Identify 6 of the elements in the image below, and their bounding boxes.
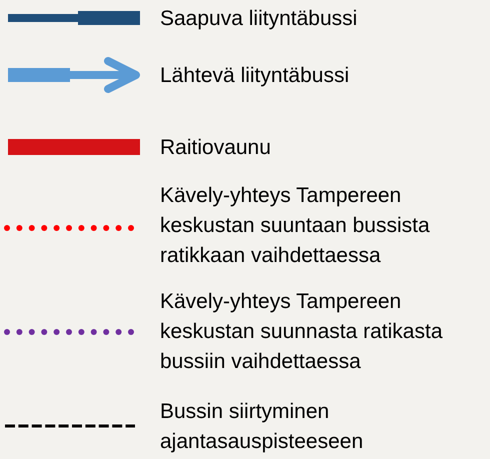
legend-label: Raitiovaunu bbox=[160, 135, 272, 161]
legend-label: Bussin siirtyminen ajantasauspisteeseen bbox=[160, 399, 364, 455]
legend-label: Kävely-yhteys Tampereen keskustan suunnasta ratikasta bussiin vaihdettaessa bbox=[160, 289, 444, 375]
legend-label: Saapuva liityntäbussi bbox=[160, 6, 358, 32]
legend-label: Lähtevä liityntäbussi bbox=[160, 63, 350, 89]
legend-label: Kävely-yhteys Tampereen keskustan suuntaan bussista ratikkaan vaihdettaessa bbox=[160, 183, 431, 269]
